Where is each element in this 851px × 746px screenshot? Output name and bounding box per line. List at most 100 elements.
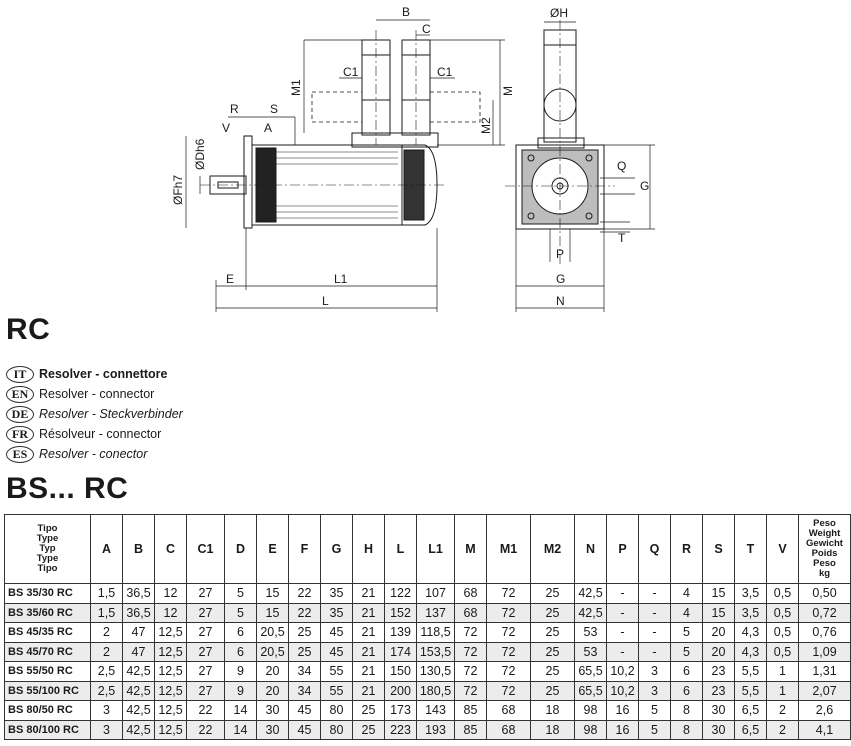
- table-cell: 18: [530, 700, 575, 721]
- table-cell: 143: [416, 700, 455, 721]
- dim-label-m1: M1: [289, 79, 303, 96]
- table-cell: 30: [702, 700, 735, 721]
- table-cell: 16: [606, 700, 639, 721]
- lang-text-de: Resolver - Steckverbinder: [39, 407, 183, 421]
- table-cell: 5: [670, 641, 703, 662]
- table-cell: 16: [606, 719, 639, 740]
- table-cell: 12,5: [154, 700, 187, 721]
- table-cell: 4,3: [734, 622, 767, 643]
- header-type: Tipo Type Typ Type Tipo: [4, 514, 91, 584]
- table-cell: 25: [288, 641, 321, 662]
- table-cell: 53: [574, 622, 607, 643]
- dim-label-l1: L1: [334, 272, 348, 286]
- table-cell: 4: [670, 583, 703, 604]
- table-cell: 27: [186, 661, 225, 682]
- table-cell: 55: [320, 661, 353, 682]
- header-weight-en: Weight: [808, 528, 841, 539]
- table-cell: 25: [530, 622, 575, 643]
- table-header-row: Tipo Type Typ Type Tipo A B C C1 D E F G…: [4, 514, 851, 584]
- table-cell: 139: [384, 622, 417, 643]
- table-cell: 72: [454, 622, 487, 643]
- table-cell: 35: [320, 583, 353, 604]
- lang-row-fr: FR Résolveur - connector: [6, 424, 183, 444]
- table-cell: 5: [224, 583, 257, 604]
- table-cell: 0,50: [798, 583, 851, 604]
- table-cell: 6: [224, 622, 257, 643]
- cell-model: BS 80/50 RC: [4, 700, 91, 721]
- table-cell: 1,31: [798, 661, 851, 682]
- table-cell: 0,5: [766, 622, 799, 643]
- table-cell: -: [606, 583, 639, 604]
- lang-text-it: Resolver - connettore: [39, 367, 168, 381]
- table-cell: 65,5: [574, 680, 607, 701]
- table-cell: 1,5: [90, 602, 123, 623]
- table-cell: 20: [702, 641, 735, 662]
- header-col: C: [154, 514, 187, 584]
- table-cell: 15: [702, 602, 735, 623]
- dim-label-c1-right: C1: [437, 65, 453, 79]
- dim-label-c1-left: C1: [343, 65, 359, 79]
- table-cell: 153,5: [416, 641, 455, 662]
- table-cell: -: [606, 602, 639, 623]
- table-cell: 20: [702, 622, 735, 643]
- motor-flange: [243, 135, 253, 229]
- table-cell: 22: [288, 583, 321, 604]
- dimension-lines: [185, 19, 505, 312]
- table-cell: 34: [288, 680, 321, 701]
- table-cell: 72: [486, 641, 531, 662]
- table-cell: 5: [670, 622, 703, 643]
- table-cell: 72: [486, 661, 531, 682]
- lang-badge-fr: FR: [6, 425, 34, 443]
- table-cell: 68: [454, 583, 487, 604]
- lang-text-fr: Résolveur - connector: [39, 427, 162, 441]
- table-cell: 98: [574, 700, 607, 721]
- table-cell: 42,5: [122, 680, 155, 701]
- table-cell: 68: [486, 700, 531, 721]
- table-cell: 12,5: [154, 641, 187, 662]
- lang-badge-it: IT: [6, 365, 34, 383]
- table-cell: 6: [670, 661, 703, 682]
- table-cell: 42,5: [122, 719, 155, 740]
- header-col: L: [384, 514, 417, 584]
- table-cell: 5: [638, 700, 671, 721]
- table-cell: 68: [454, 602, 487, 623]
- table-cell: 20: [256, 661, 289, 682]
- table-cell: 0,76: [798, 622, 851, 643]
- table-cell: 25: [530, 641, 575, 662]
- lang-badge-en: EN: [6, 385, 34, 403]
- table-cell: 72: [486, 583, 531, 604]
- table-cell: 45: [288, 700, 321, 721]
- table-cell: 23: [702, 680, 735, 701]
- dimensions-table: Tipo Type Typ Type Tipo A B C C1 D E F G…: [4, 514, 851, 740]
- dim-label-s: S: [270, 102, 278, 116]
- table-cell: 3: [90, 719, 123, 740]
- cell-model: BS 45/35 RC: [4, 622, 91, 643]
- table-cell: 25: [530, 661, 575, 682]
- table-cell: 2: [766, 700, 799, 721]
- header-col: S: [702, 514, 735, 584]
- center-lines: [200, 30, 445, 186]
- language-descriptions: IT Resolver - connettore EN Resolver - c…: [6, 364, 183, 464]
- front-connector-ring: [543, 88, 577, 122]
- table-cell: 5,5: [734, 680, 767, 701]
- dim-label-e: E: [226, 272, 234, 286]
- header-col: B: [122, 514, 155, 584]
- front-connector-base: [537, 137, 585, 149]
- table-cell: 27: [186, 602, 225, 623]
- table-cell: 47: [122, 622, 155, 643]
- table-cell: 15: [256, 583, 289, 604]
- table-cell: 180,5: [416, 680, 455, 701]
- table-cell: 2,5: [90, 680, 123, 701]
- header-col: F: [288, 514, 321, 584]
- dim-label-fh7: ØFh7: [171, 175, 185, 205]
- table-cell: 53: [574, 641, 607, 662]
- table-cell: 15: [702, 583, 735, 604]
- cell-model: BS 55/50 RC: [4, 661, 91, 682]
- dim-label-b: B: [402, 5, 410, 19]
- table-cell: 2: [766, 719, 799, 740]
